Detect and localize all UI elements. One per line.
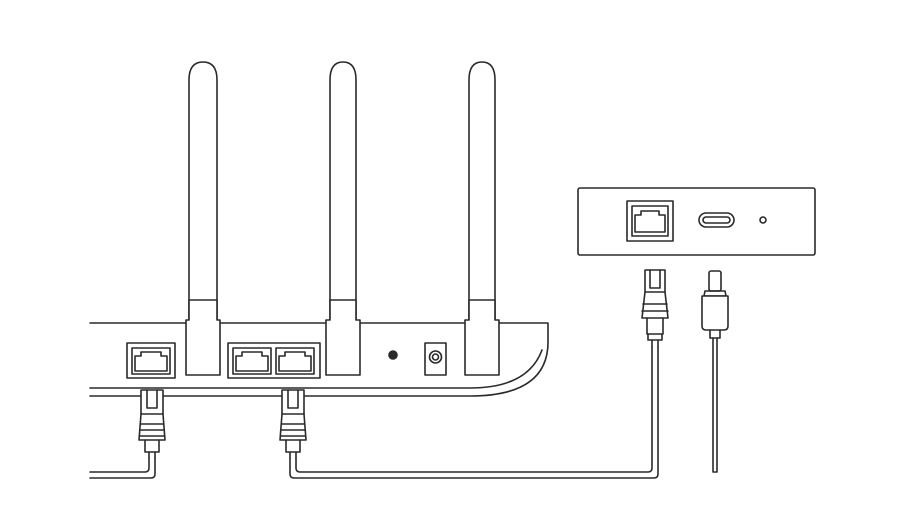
indicator-led xyxy=(759,216,767,224)
reset-button xyxy=(388,350,398,360)
usb-c-cable xyxy=(712,337,718,473)
usb-c-plug xyxy=(701,270,729,339)
ethernet-cable xyxy=(89,457,156,479)
router-antenna xyxy=(464,61,500,376)
ethernet-cable xyxy=(289,346,659,479)
ethernet-plug xyxy=(641,269,669,348)
ethernet-plug xyxy=(138,389,166,459)
router-antenna xyxy=(325,61,361,376)
power-jack xyxy=(424,342,447,376)
router-ethernet-port-double xyxy=(227,342,321,379)
ethernet-plug xyxy=(279,389,307,459)
network-module xyxy=(577,187,816,256)
router-ethernet-port xyxy=(126,342,176,379)
usb-c-port xyxy=(698,212,735,228)
router-antenna xyxy=(185,61,221,376)
module-ethernet-port xyxy=(626,200,674,242)
